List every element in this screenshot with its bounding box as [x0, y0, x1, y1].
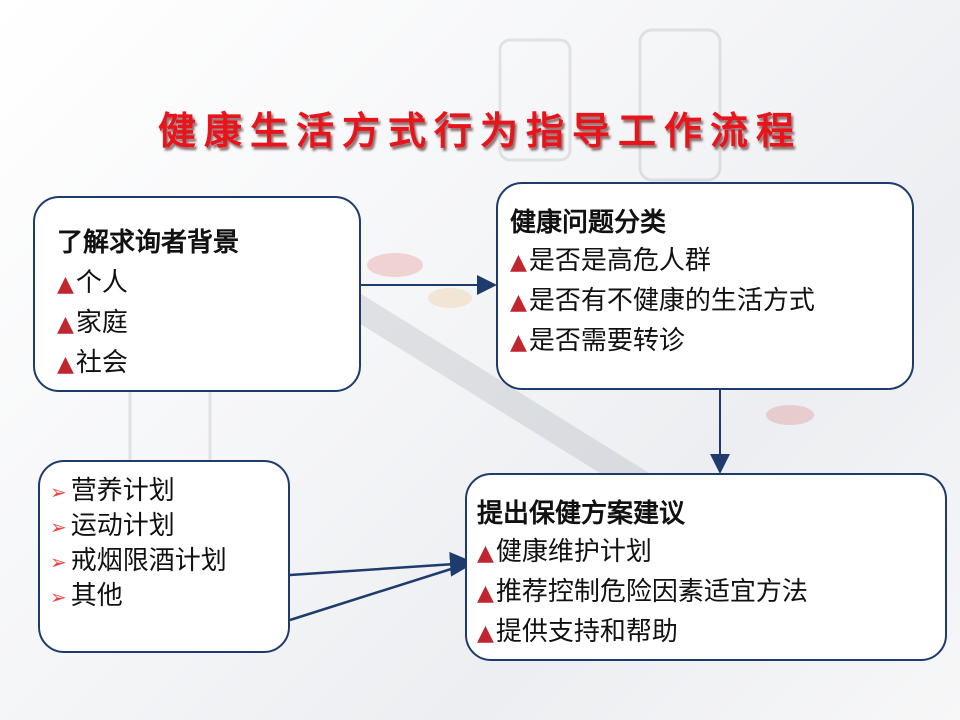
- triangle-bullet-icon: ▲: [510, 250, 527, 275]
- list-item: ▲是否有不健康的生活方式: [510, 286, 815, 316]
- list-item: ▲是否是高危人群: [510, 246, 711, 276]
- triangle-bullet-icon: ▲: [477, 621, 494, 646]
- list-item: ➢戒烟限酒计划: [50, 546, 227, 576]
- list-item: ▲健康维护计划: [477, 537, 652, 567]
- background-box-heading: 了解求询者背景: [57, 228, 240, 258]
- list-item: ➢营养计划: [50, 476, 175, 506]
- plans-box: ➢营养计划 ➢运动计划 ➢戒烟限酒计划 ➢其他: [38, 460, 290, 653]
- triangle-bullet-icon: ▲: [57, 312, 74, 337]
- triangle-bullet-icon: ▲: [477, 581, 494, 606]
- classify-box-heading: 健康问题分类: [510, 208, 667, 238]
- triangle-bullet-icon: ▲: [510, 330, 527, 355]
- advice-box: 提出保健方案建议 ▲健康维护计划 ▲推荐控制危险因素适宜方法 ▲提供支持和帮助: [465, 473, 947, 661]
- advice-box-heading: 提出保健方案建议: [477, 499, 686, 529]
- chevron-right-icon: ➢: [50, 515, 67, 539]
- list-item: ▲提供支持和帮助: [477, 617, 678, 647]
- list-item: ▲推荐控制危险因素适宜方法: [477, 577, 808, 607]
- list-item: ➢其他: [50, 581, 123, 611]
- triangle-bullet-icon: ▲: [57, 352, 74, 377]
- chevron-right-icon: ➢: [50, 585, 67, 609]
- list-item: ▲个人: [57, 268, 128, 298]
- list-item: ▲是否需要转诊: [510, 326, 685, 356]
- triangle-bullet-icon: ▲: [477, 541, 494, 566]
- list-item: ➢运动计划: [50, 511, 175, 541]
- chevron-right-icon: ➢: [50, 550, 67, 574]
- list-item: ▲家庭: [57, 308, 128, 338]
- triangle-bullet-icon: ▲: [510, 290, 527, 315]
- triangle-bullet-icon: ▲: [57, 272, 74, 297]
- line-plans-to-advice-lower: [289, 561, 471, 622]
- background-box: 了解求询者背景 ▲个人 ▲家庭 ▲社会: [33, 196, 361, 392]
- list-item: ▲社会: [57, 348, 128, 378]
- classify-box: 健康问题分类 ▲是否是高危人群 ▲是否有不健康的生活方式 ▲是否需要转诊: [496, 182, 914, 390]
- chevron-right-icon: ➢: [50, 480, 67, 504]
- arrow-plans-to-advice: [289, 551, 475, 577]
- page-title: 健康生活方式行为指导工作流程: [157, 108, 802, 153]
